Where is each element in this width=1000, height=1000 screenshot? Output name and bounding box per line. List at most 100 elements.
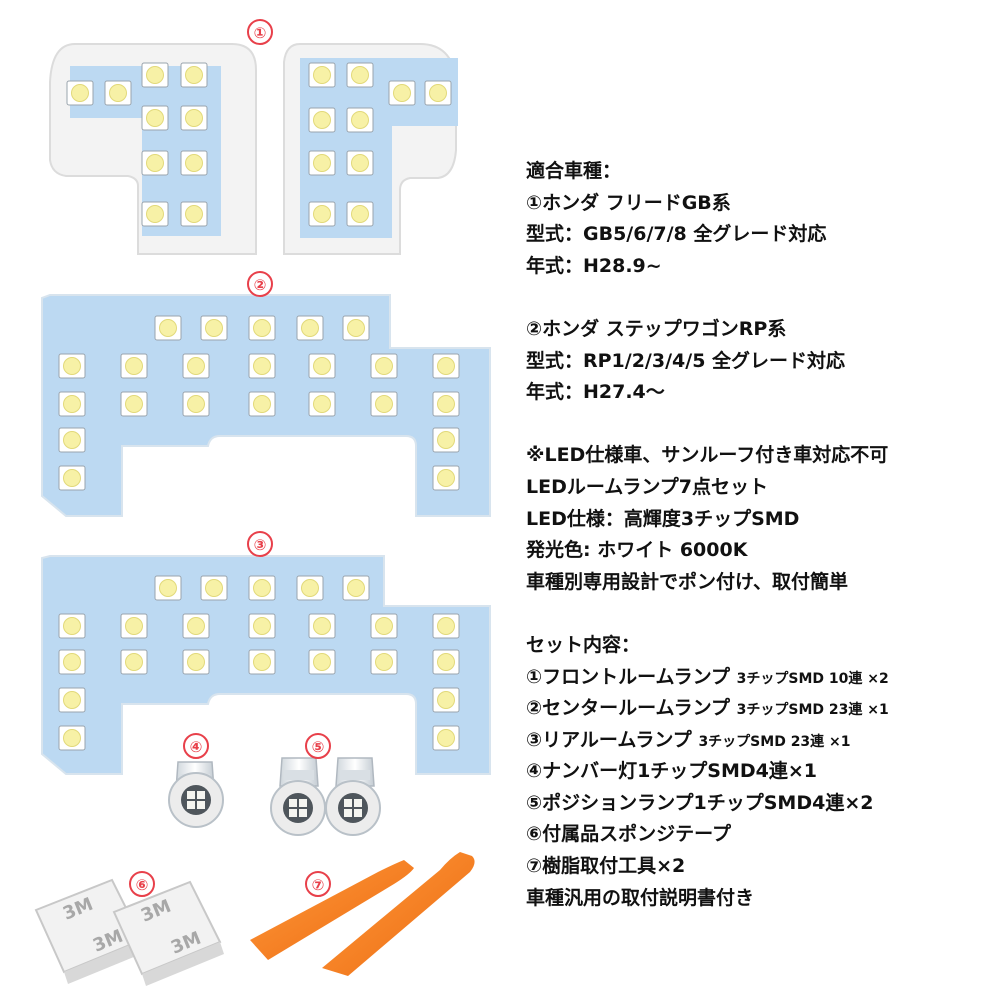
led-chip [58, 649, 86, 675]
led-chip [180, 105, 208, 131]
front-left-led-array [66, 62, 208, 227]
led-chip [182, 353, 210, 379]
spec-line-text: ①ホンダ フリードGB系 [526, 191, 731, 214]
spec-line-text: セット内容： [526, 633, 641, 656]
badge-label: ⑦ [312, 876, 325, 894]
led-chip [120, 353, 148, 379]
led-chip [248, 575, 276, 601]
badge: ② [247, 271, 273, 297]
led-chip [342, 315, 370, 341]
led-chip [370, 391, 398, 417]
led-chip [308, 613, 336, 639]
led-chip [308, 62, 336, 88]
led-chip [58, 353, 86, 379]
rear-room-lamp [41, 555, 491, 775]
led-chip [248, 391, 276, 417]
led-chip [141, 105, 169, 131]
spec-line: 車種別専用設計でポン付け、取付簡単 [526, 567, 996, 599]
badge: ⑦ [305, 871, 331, 897]
spec-gap [526, 598, 996, 630]
badge: ④ [183, 733, 209, 759]
led-chip [432, 725, 460, 751]
spec-line: ⑥付属品スポンジテープ [526, 819, 996, 851]
led-chip [388, 80, 416, 106]
led-chip [346, 62, 374, 88]
spec-line: LED仕様：高輝度3チップSMD [526, 504, 996, 536]
led-chip [200, 315, 228, 341]
led-chip [432, 687, 460, 713]
led-chip [432, 427, 460, 453]
spec-line: ⑦樹脂取付工具×2 [526, 851, 996, 883]
led-chip [308, 201, 336, 227]
spec-line: ④ナンバー灯1チップSMD4連×1 [526, 756, 996, 788]
badge-label: ① [254, 24, 267, 42]
spec-line-detail: 3チップSMD 23連 ×1 [698, 733, 851, 750]
spec-text-block: 適合車種：①ホンダ フリードGB系型式：GB5/6/7/8 全グレード対応年式：… [526, 156, 996, 914]
led-chip [120, 391, 148, 417]
led-chip [248, 315, 276, 341]
led-chip [180, 62, 208, 88]
spec-line: ②センタールームランプ 3チップSMD 23連 ×1 [526, 693, 996, 725]
spec-line-text: 車種別専用設計でポン付け、取付簡単 [526, 570, 849, 593]
spec-line: ①フロントルームランプ 3チップSMD 10連 ×2 [526, 662, 996, 694]
spec-line: LEDルームランプ7点セット [526, 472, 996, 504]
led-chip [58, 465, 86, 491]
spec-line-text: ⑤ポジションランプ1チップSMD4連×2 [526, 791, 874, 814]
spec-line-text: ②センタールームランプ [526, 697, 730, 720]
sponge-tape: 3M 3M [112, 880, 224, 986]
spec-line: セット内容： [526, 630, 996, 662]
led-chip [154, 575, 182, 601]
spec-line-text: 型式：GB5/6/7/8 全グレード対応 [526, 223, 827, 246]
spec-line: 適合車種： [526, 156, 996, 188]
spec-line-text: ①フロントルームランプ [526, 665, 730, 688]
led-chip [432, 391, 460, 417]
led-chip [370, 353, 398, 379]
badge-label: ⑥ [136, 876, 149, 894]
led-chip [308, 391, 336, 417]
spec-line: 年式：H27.4～ [526, 377, 996, 409]
front-room-lamp-right [283, 43, 458, 255]
badge: ③ [247, 531, 273, 557]
spec-line: ②ホンダ ステップワゴンRP系 [526, 314, 996, 346]
led-chip [346, 201, 374, 227]
spec-line-text: ③リアルームランプ [526, 728, 692, 751]
spec-line: ⑤ポジションランプ1チップSMD4連×2 [526, 788, 996, 820]
center-led-array [58, 315, 460, 491]
led-chip [141, 62, 169, 88]
led-chip [182, 391, 210, 417]
led-chip [296, 575, 324, 601]
sponge-tape: 3M 3M [34, 878, 146, 984]
led-chip [180, 201, 208, 227]
spec-line-text: ※LED仕様車、サンルーフ付き車対応不可 [526, 444, 889, 467]
led-chip [308, 353, 336, 379]
badge-label: ③ [254, 536, 267, 554]
led-chip [432, 353, 460, 379]
led-chip [58, 391, 86, 417]
rear-led-array [58, 575, 460, 751]
led-chip [248, 613, 276, 639]
led-chip [308, 649, 336, 675]
spec-line: 型式：RP1/2/3/4/5 全グレード対応 [526, 346, 996, 378]
led-chip [370, 613, 398, 639]
spec-line-detail: 3チップSMD 10連 ×2 [736, 670, 889, 687]
spec-line-text: 車種汎用の取付説明書付き [526, 886, 755, 909]
led-chip [248, 353, 276, 379]
spec-line-text: 発光色: ホワイト 6000K [526, 539, 748, 562]
led-chip [141, 201, 169, 227]
badge: ① [247, 19, 273, 45]
spec-gap [526, 409, 996, 441]
spec-line-text: 型式：RP1/2/3/4/5 全グレード対応 [526, 349, 846, 372]
led-chip [248, 649, 276, 675]
led-chip [120, 649, 148, 675]
led-chip [432, 613, 460, 639]
spec-line-text: 年式：H28.9~ [526, 254, 662, 277]
led-chip [141, 150, 169, 176]
position-lamp-bulb [325, 757, 381, 836]
badge-label: ⑤ [312, 738, 325, 756]
spec-line: 発光色: ホワイト 6000K [526, 535, 996, 567]
center-room-lamp [41, 294, 491, 517]
led-chip [154, 315, 182, 341]
led-chip [432, 465, 460, 491]
spec-line: ※LED仕様車、サンルーフ付き車対応不可 [526, 440, 996, 472]
